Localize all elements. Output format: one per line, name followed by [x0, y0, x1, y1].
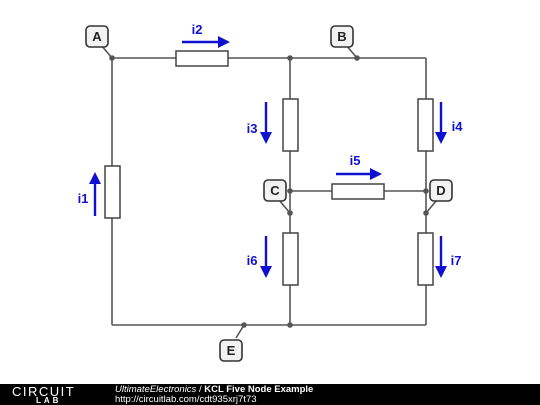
- current-label-i4: i4: [452, 119, 464, 134]
- current-arrow-i5: [336, 168, 382, 180]
- node-label-c: C: [270, 183, 280, 198]
- node-tag-d: D: [429, 179, 453, 202]
- junction-dot: [423, 188, 429, 194]
- current-arrow-i3: [260, 102, 272, 144]
- circuitlab-logo: CIRCUIT LAB: [12, 385, 75, 405]
- node-label-b: B: [337, 29, 346, 44]
- current-arrow-i7: [435, 236, 447, 278]
- junction-dot: [287, 55, 293, 61]
- resistor-r3: [282, 98, 299, 152]
- circuit-title: KCL Five Node Example: [204, 384, 314, 395]
- logo-text-bottom: LAB: [36, 396, 62, 405]
- caption-line-1: UltimateElectronics / KCL Five Node Exam…: [115, 385, 313, 395]
- junction-dot: [287, 188, 293, 194]
- node-label-d: D: [436, 183, 445, 198]
- resistor-r2: [175, 50, 229, 67]
- resistor-r6: [282, 232, 299, 286]
- logo-text-top: CIRCUIT: [12, 384, 76, 399]
- footer-caption: UltimateElectronics / KCL Five Node Exam…: [115, 385, 313, 405]
- node-tag-c: C: [263, 179, 287, 202]
- current-arrow-i1: [89, 172, 101, 216]
- node-tag-e: E: [219, 339, 243, 362]
- current-arrow-i6: [260, 236, 272, 278]
- current-label-i7: i7: [451, 253, 462, 268]
- current-label-i5: i5: [350, 153, 361, 168]
- node-tag-b: B: [330, 25, 354, 48]
- author-name: UltimateElectronics: [115, 384, 197, 395]
- resistor-r5: [331, 183, 385, 200]
- node-label-a: A: [92, 29, 102, 44]
- caption-separator: /: [196, 384, 205, 395]
- resistor-r1: [104, 165, 121, 219]
- circuit-url[interactable]: http://circuitlab.com/cdt935xrj7t73: [115, 394, 257, 405]
- current-label-i3: i3: [247, 121, 258, 136]
- current-label-i6: i6: [247, 253, 258, 268]
- junction-dot: [287, 322, 293, 328]
- current-label-i1: i1: [78, 191, 89, 206]
- resistor-r4: [417, 98, 434, 152]
- current-arrow-i2: [182, 36, 230, 48]
- current-arrow-i4: [435, 102, 447, 144]
- current-label-i2: i2: [192, 22, 203, 37]
- node-tag-a: A: [85, 25, 109, 48]
- resistor-r7: [417, 232, 434, 286]
- footer-bar: CIRCUIT LAB UltimateElectronics / KCL Fi…: [0, 384, 540, 405]
- node-label-e: E: [227, 343, 236, 358]
- circuit-diagram: A B C D E i2: [78, 22, 464, 362]
